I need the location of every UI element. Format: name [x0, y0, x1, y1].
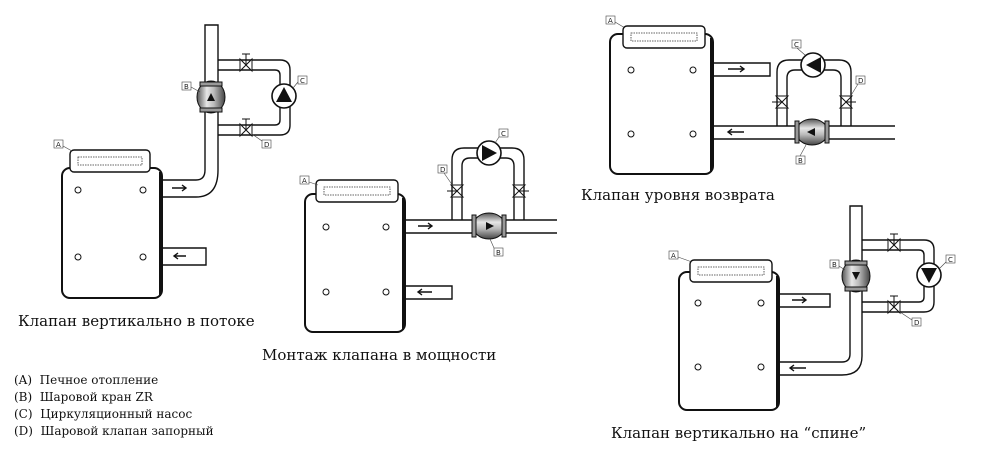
- ball-valve-b3: [794, 118, 830, 146]
- boiler-4: [678, 259, 780, 411]
- shutoff-valve-d8: [887, 295, 901, 315]
- legend-key: (D): [14, 424, 33, 438]
- diagram-1-vertical-flow: A B C D: [53, 24, 308, 299]
- legend-key: (C): [14, 407, 33, 421]
- tag-b-3: B: [798, 157, 803, 165]
- tag-a-2: A: [302, 177, 307, 185]
- legend-item-a: (A) Печное отопление: [14, 372, 214, 389]
- circulation-pump-c1: [271, 83, 297, 109]
- tag-c-3: C: [794, 41, 799, 49]
- tag-d-3: D: [858, 77, 863, 85]
- shutoff-valve-d6: [838, 95, 856, 109]
- circulation-pump-c2: [476, 140, 502, 166]
- tag-c-2: C: [501, 130, 506, 138]
- tag-c-1: C: [300, 77, 305, 85]
- legend-text: Циркуляционный насос: [40, 407, 193, 421]
- shutoff-valve-d7: [887, 233, 901, 253]
- legend-key: (B): [14, 390, 33, 404]
- shutoff-valve-d5: [772, 95, 790, 109]
- caption-diagram-4: Клапан вертикально на “спине”: [611, 424, 867, 442]
- boiler-3: [609, 25, 714, 175]
- diagram-2-power-mounting: A B C D: [299, 128, 557, 333]
- legend-text: Шаровой кран ZR: [39, 390, 153, 404]
- ball-valve-b2: [471, 212, 507, 240]
- diagram-3-return-level: A B C D: [605, 15, 895, 175]
- ball-valve-b1: [196, 80, 226, 114]
- tag-a-1: A: [56, 141, 61, 149]
- tag-d-2: D: [440, 166, 445, 174]
- shutoff-valve-d1: [239, 53, 253, 73]
- boiler-2: [304, 179, 406, 333]
- tag-c-4: C: [948, 256, 953, 264]
- legend-item-b: (B) Шаровой кран ZR: [14, 389, 214, 406]
- legend: (A) Печное отопление (B) Шаровой кран ZR…: [14, 372, 214, 440]
- legend-item-c: (C) Циркуляционный насос: [14, 406, 214, 423]
- tag-d-4: D: [914, 319, 919, 327]
- shutoff-valve-d3: [447, 184, 465, 198]
- circulation-pump-c3: [800, 52, 826, 78]
- caption-diagram-3: Клапан уровня возврата: [581, 186, 775, 204]
- tag-a-4: A: [671, 252, 676, 260]
- tag-d-1: D: [264, 141, 269, 149]
- caption-diagram-2: Монтаж клапана в мощности: [262, 346, 497, 364]
- ball-valve-b4: [841, 259, 871, 293]
- caption-diagram-1: Клапан вертикально в потоке: [18, 312, 255, 330]
- circulation-pump-c4: [916, 262, 942, 288]
- shutoff-valve-d2: [239, 118, 253, 138]
- tag-a-3: A: [608, 17, 613, 25]
- diagram-4-vertical-back: A B C D: [668, 205, 956, 411]
- legend-item-d: (D) Шаровой клапан запорный: [14, 423, 214, 440]
- tag-b-2: B: [496, 249, 501, 257]
- legend-text: Шаровой клапан запорный: [40, 424, 214, 438]
- tag-b-4: B: [832, 261, 837, 269]
- shutoff-valve-d4: [511, 184, 529, 198]
- tag-b-1: B: [184, 83, 189, 91]
- legend-text: Печное отопление: [39, 373, 159, 387]
- legend-key: (A): [14, 373, 33, 387]
- boiler-1: [61, 149, 163, 299]
